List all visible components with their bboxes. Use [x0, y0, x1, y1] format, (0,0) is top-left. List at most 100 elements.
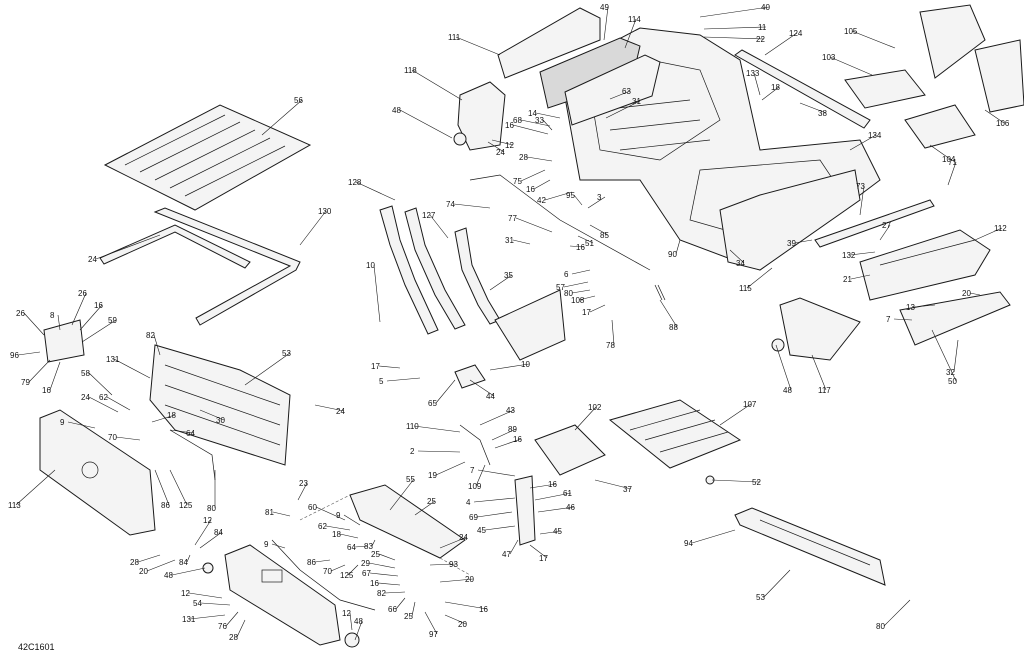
- callout-leader: [563, 281, 589, 288]
- callout-c16c: 16: [569, 243, 585, 252]
- callout-c8: 8: [50, 311, 61, 331]
- callout-leader: [520, 169, 546, 182]
- callout-c27: 27: [879, 221, 891, 241]
- callout-c85: 85: [589, 224, 609, 240]
- callout-c28a: 28: [519, 153, 553, 162]
- callout-leader: [373, 264, 381, 323]
- callout-c60: 60: [308, 503, 346, 521]
- callout-leader: [849, 134, 877, 151]
- callout-label: 48: [783, 386, 792, 395]
- callout-c89: 89: [491, 425, 517, 441]
- callout-c112: 112: [974, 224, 1007, 241]
- callout-c6: 6: [564, 269, 591, 279]
- callout-leader: [455, 36, 501, 56]
- callout-c3: 3: [587, 193, 606, 209]
- callout-leader: [953, 339, 959, 373]
- callout-c64b: 64: [347, 543, 369, 552]
- callout-label: 85: [600, 231, 609, 240]
- callout-c31b: 31: [505, 236, 531, 245]
- callout-c84b: 84: [179, 554, 191, 567]
- callout-c58: 58: [81, 369, 113, 396]
- callout-c131a: 131: [106, 355, 151, 379]
- callout-c45b: 45: [539, 527, 562, 536]
- side-bracket: [457, 81, 506, 151]
- callout-leader: [67, 421, 96, 429]
- cover-rail: [153, 207, 301, 326]
- callout-leader: [435, 379, 456, 404]
- lower-tailgate-panel: [349, 484, 466, 559]
- callout-leader: [703, 36, 765, 40]
- callout-leader: [829, 56, 873, 76]
- callout-c67: 67: [362, 569, 399, 578]
- callout-label: 9: [60, 418, 65, 427]
- callout-label: 111: [448, 33, 461, 42]
- callout-c84a: 84: [199, 528, 223, 549]
- callout-leader: [529, 483, 557, 489]
- callout-leader: [589, 304, 606, 313]
- callout-leader: [330, 564, 346, 572]
- callout-label: 20: [962, 289, 971, 298]
- callout-label: 16: [548, 480, 557, 489]
- side-panel-assembly: [779, 291, 1011, 361]
- callout-label: 112: [994, 224, 1007, 233]
- callout-leader: [225, 611, 239, 627]
- callout-leader: [520, 119, 551, 127]
- callout-label: 26: [16, 309, 25, 318]
- callout-leader: [186, 554, 191, 563]
- callout-leader: [299, 210, 327, 246]
- callout-label: 48: [164, 571, 173, 580]
- callout-label: 6: [564, 270, 569, 279]
- callout-leader: [411, 601, 416, 617]
- callout-c12b: 12: [342, 609, 353, 631]
- callout-leader: [573, 194, 583, 206]
- callout-label: 104: [942, 155, 956, 164]
- callout-label: 28: [229, 633, 238, 642]
- callout-c70b: 70: [323, 564, 346, 576]
- callout-leader: [659, 299, 678, 328]
- callout-c16b: 16: [526, 179, 551, 194]
- cap-48d: [202, 562, 214, 574]
- callout-c24b: 24: [88, 234, 161, 264]
- callout-leader: [88, 396, 119, 413]
- callout-c20b: 20: [439, 575, 474, 584]
- callout-label: 16: [505, 121, 514, 130]
- callout-c81: 81: [265, 508, 291, 517]
- callout-c96: 96: [10, 351, 41, 360]
- callout-label: 17: [582, 308, 591, 317]
- callout-c16h: 16: [370, 579, 401, 588]
- callout-label: 16: [370, 579, 379, 588]
- callout-label: 80: [564, 289, 573, 298]
- callout-c7b: 7: [470, 466, 516, 477]
- callout-c24a: 24: [487, 141, 505, 157]
- callout-leader: [849, 251, 876, 256]
- callout-c16f: 16: [494, 435, 522, 449]
- callout-label: 79: [21, 378, 30, 387]
- callout-label: 113: [8, 501, 21, 510]
- callout-leader: [137, 554, 161, 563]
- callout-leader: [929, 144, 951, 160]
- callout-c102: 102: [574, 403, 602, 431]
- callout-label: 59: [108, 316, 117, 325]
- callout-label: 131: [106, 355, 120, 364]
- callout-c90: 90: [668, 239, 681, 259]
- callout-leader: [489, 274, 513, 291]
- callout-label: 47: [502, 550, 511, 559]
- callout-leader: [675, 239, 681, 255]
- callout-leader: [23, 312, 45, 336]
- tailgate-outer: [39, 409, 156, 536]
- callout-leader: [753, 72, 761, 96]
- callout-c88: 88: [659, 299, 678, 332]
- callout-c124: 124: [764, 29, 803, 56]
- callout-c80a: 80: [564, 289, 591, 298]
- callout-c94: 94: [684, 529, 736, 548]
- callout-leader: [169, 429, 195, 434]
- callout-c80b: 80: [207, 470, 216, 513]
- callout-c78: 78: [606, 319, 615, 350]
- callout-label: 33: [535, 116, 544, 125]
- callout-leader: [153, 334, 161, 356]
- callout-c16i: 16: [444, 601, 488, 614]
- callout-label: 125: [179, 501, 193, 510]
- callout-c48b: 48: [775, 344, 792, 395]
- callout-c10a: 10: [366, 261, 381, 323]
- callout-c82b: 82: [377, 589, 406, 598]
